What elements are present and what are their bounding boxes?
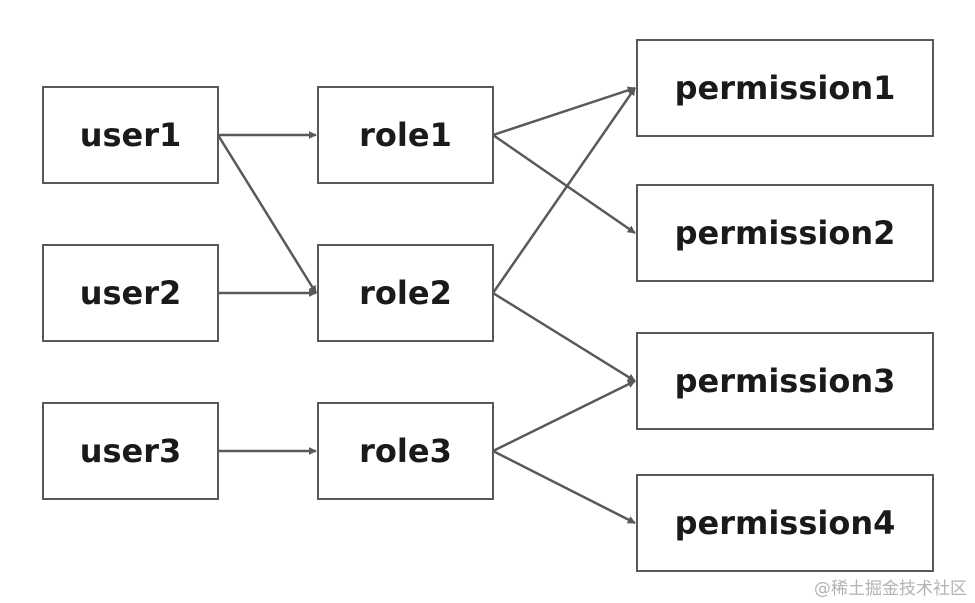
node-label-permission3: permission3	[675, 362, 896, 400]
edge-role1-to-permission2	[492, 133, 636, 235]
node-label-user2: user2	[80, 274, 182, 312]
edge-role1-to-permission1	[492, 86, 636, 137]
edge-role2-to-permission3	[492, 291, 636, 383]
node-box-permission4	[636, 474, 934, 572]
node-label-user1: user1	[80, 116, 182, 154]
node-box-permission3	[636, 332, 934, 430]
node-user2: user2	[42, 244, 219, 342]
node-role3: role3	[317, 402, 494, 500]
node-label-role3: role3	[359, 432, 452, 470]
node-box-role2	[317, 244, 494, 342]
node-label-permission2: permission2	[675, 214, 896, 252]
node-box-role3	[317, 402, 494, 500]
edges-layer	[216, 86, 637, 525]
node-box-user1	[42, 86, 219, 184]
node-label-permission4: permission4	[675, 504, 896, 542]
edge-user1-to-role2	[216, 134, 318, 294]
nodes-layer: user1 user2 user3 role1 role2 role3 permission…	[42, 39, 934, 572]
node-user1: user1	[42, 86, 219, 184]
node-user3: user3	[42, 402, 219, 500]
edge-role3-to-permission3	[492, 379, 636, 453]
node-permission3: permission3	[636, 332, 934, 430]
node-permission1: permission1	[636, 39, 934, 137]
node-label-role2: role2	[359, 274, 452, 312]
node-label-permission1: permission1	[675, 69, 896, 107]
node-box-permission1	[636, 39, 934, 137]
node-box-role1	[317, 86, 494, 184]
node-box-permission2	[636, 184, 934, 282]
node-label-role1: role1	[359, 116, 452, 154]
node-box-user2	[42, 244, 219, 342]
node-permission2: permission2	[636, 184, 934, 282]
watermark: @稀土掘金技术社区	[814, 579, 967, 599]
node-permission4: permission4	[636, 474, 934, 572]
node-label-user3: user3	[80, 432, 182, 470]
node-role1: role1	[317, 86, 494, 184]
node-role2: role2	[317, 244, 494, 342]
node-box-user3	[42, 402, 219, 500]
edge-role3-to-permission4	[492, 449, 636, 525]
edge-role2-to-permission1	[491, 87, 637, 294]
